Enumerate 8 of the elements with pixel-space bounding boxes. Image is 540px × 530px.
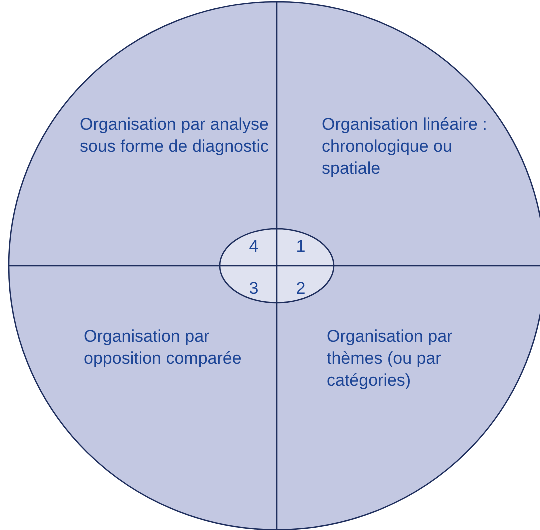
sector-number: 2 (295, 278, 307, 300)
sector-text: Organisation linéaire : chronologique ou spatiale (322, 114, 488, 180)
sector-text: Organisation par thèmes (ou par catégories) (327, 326, 454, 392)
sector-text: Organisation par opposition comparée (84, 326, 243, 370)
sector-text: Organisation par analyse sous forme de diagnostic (80, 114, 270, 158)
sector-number: 4 (248, 236, 260, 258)
sector-number: 1 (295, 236, 307, 258)
sector-number: 3 (248, 278, 260, 300)
